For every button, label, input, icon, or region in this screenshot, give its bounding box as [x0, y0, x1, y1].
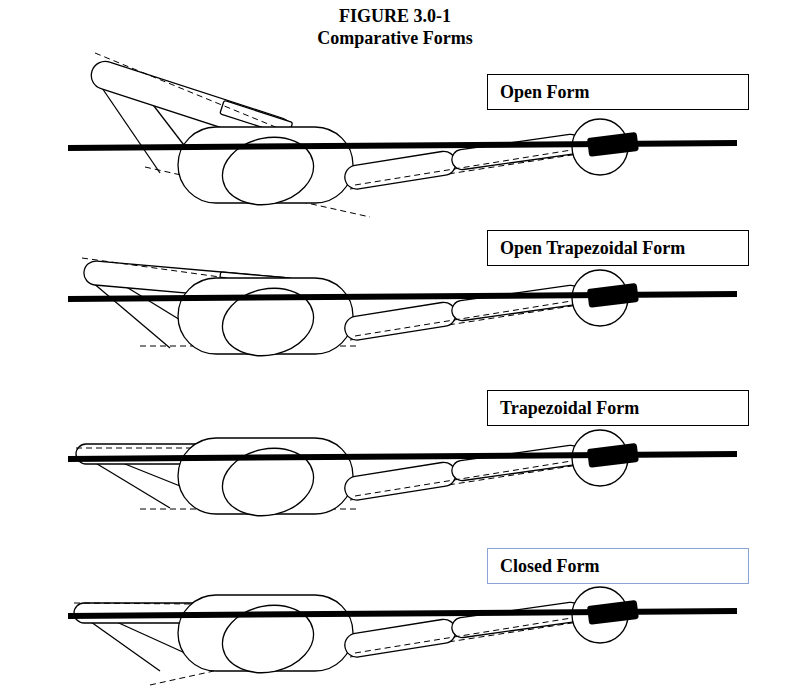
form-label-box: Open Trapezoidal Form: [487, 230, 749, 266]
form-label: Open Trapezoidal Form: [500, 237, 736, 259]
form-label: Closed Form: [500, 555, 736, 577]
form-label: Open Form: [500, 81, 736, 103]
form-label-box: Open Form: [487, 74, 749, 110]
form-label-box: Trapezoidal Form: [487, 390, 749, 426]
form-label-box: Closed Form: [487, 548, 749, 584]
form-label: Trapezoidal Form: [500, 397, 736, 419]
figure-title: FIGURE 3.0-1 Comparative Forms: [300, 5, 490, 49]
